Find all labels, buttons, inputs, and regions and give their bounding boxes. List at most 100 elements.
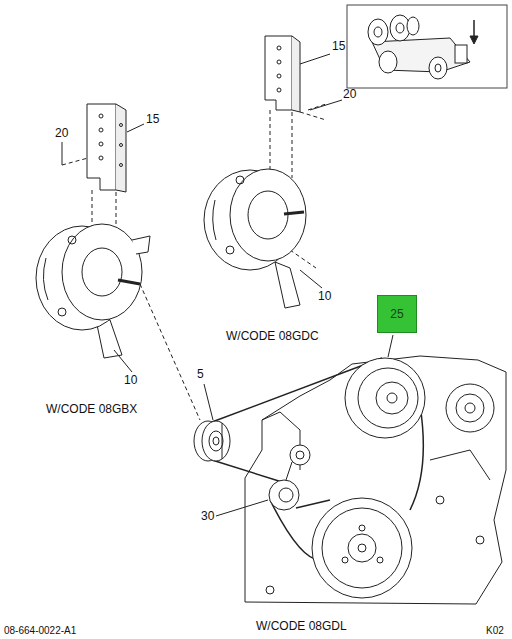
leader-line <box>127 124 144 132</box>
mounting-bracket <box>99 114 103 118</box>
mounting-bracket <box>277 46 281 50</box>
alternator <box>236 176 244 184</box>
leader-line <box>114 350 132 372</box>
mounting-bracket <box>120 164 123 167</box>
dashed-guide <box>300 112 326 120</box>
alternator <box>230 169 306 261</box>
callout-number: 20 <box>343 88 356 101</box>
mounting-bracket <box>99 156 103 160</box>
leader-line <box>204 384 213 420</box>
alternator <box>58 308 66 316</box>
alternator <box>82 248 122 296</box>
crankshaft-pulley <box>312 498 412 598</box>
leader-line <box>62 142 63 165</box>
inset-view <box>368 19 388 45</box>
inset-view <box>470 36 478 44</box>
drive-belt <box>212 460 282 482</box>
alternator <box>275 262 300 308</box>
leader-line <box>310 100 342 110</box>
callout-number: 20 <box>55 127 68 140</box>
belt-tensioner <box>269 445 310 510</box>
belt-tensioner <box>296 451 304 459</box>
highlighted-callout: 25 <box>377 295 417 333</box>
mounting-bracket <box>292 36 300 112</box>
inset-view <box>379 51 397 73</box>
callout-number: 30 <box>201 510 214 523</box>
engine-front-cover <box>456 394 484 422</box>
variant-code: W/CODE 08GBX <box>46 403 137 416</box>
leader-line <box>62 54 393 516</box>
mounting-bracket <box>120 124 123 127</box>
belt-tensioner <box>269 480 299 510</box>
crankshaft-pulley <box>359 525 365 531</box>
dashed-guide <box>116 192 117 230</box>
inset-view <box>347 5 507 88</box>
dashed-guide <box>140 284 200 420</box>
alternator <box>226 246 234 254</box>
leader-line <box>300 270 322 288</box>
callout-number: 10 <box>318 290 331 303</box>
dashed-guide <box>270 110 271 170</box>
callout-number: 15 <box>146 113 159 126</box>
fan-pulley <box>345 358 425 438</box>
drive-belt <box>296 500 330 508</box>
alternator <box>118 280 140 284</box>
alternator <box>132 236 150 254</box>
callout-number: 5 <box>197 368 204 381</box>
alternator <box>62 224 142 320</box>
callout-number: 15 <box>332 40 345 53</box>
alternator <box>68 236 76 244</box>
dashed-guide <box>292 112 293 178</box>
idler-pulley <box>202 421 230 461</box>
idler-pulley <box>209 431 223 451</box>
engine-front-cover <box>430 450 490 480</box>
inset-view <box>372 38 470 72</box>
inset-view <box>435 64 441 72</box>
leader-line <box>388 335 393 357</box>
crankshaft-pulley <box>358 544 366 552</box>
crankshaft-pulley <box>312 498 412 598</box>
mounting-bracket <box>265 36 300 112</box>
alternator <box>204 169 306 308</box>
belt-tensioner <box>286 462 292 480</box>
alternator <box>284 212 304 214</box>
engine-front-cover <box>245 356 506 604</box>
mounting-bracket <box>87 104 126 192</box>
inset-view <box>407 17 419 35</box>
mounting-bracket <box>99 142 103 146</box>
fan-pulley <box>387 393 397 403</box>
callout-number: 25 <box>390 307 403 321</box>
crankshaft-pulley <box>348 534 376 562</box>
leader-line <box>216 500 268 516</box>
fan-pulley <box>358 368 418 428</box>
alternator <box>248 191 288 239</box>
crankshaft-pulley <box>377 557 383 563</box>
idler-pulley <box>222 423 223 459</box>
dashed-guide <box>62 104 326 230</box>
mounting-bracket <box>99 128 103 132</box>
fan-pulley <box>345 358 425 438</box>
variant-code: W/CODE 08GDL <box>256 620 347 633</box>
dashed-guide <box>308 104 326 110</box>
engine-front-cover <box>436 496 444 504</box>
variant-code: W/CODE 08GDC <box>226 330 319 343</box>
mounting-bracket <box>120 144 123 147</box>
inset-view <box>429 57 447 79</box>
mounting-bracket <box>277 88 281 92</box>
leader-line <box>300 54 330 64</box>
inset-view <box>455 45 467 63</box>
mounting-bracket <box>116 104 126 192</box>
mounting-bracket <box>265 36 292 110</box>
inset-view <box>347 5 507 88</box>
belt-tensioner <box>279 488 293 502</box>
dashed-guide <box>62 158 88 165</box>
alternator <box>36 224 150 358</box>
engine-front-cover <box>245 356 506 604</box>
belt-tensioner <box>290 445 310 465</box>
crankshaft-pulley <box>342 557 348 563</box>
inset-view <box>374 27 382 37</box>
inset-view <box>396 23 404 33</box>
alternator <box>43 258 48 300</box>
